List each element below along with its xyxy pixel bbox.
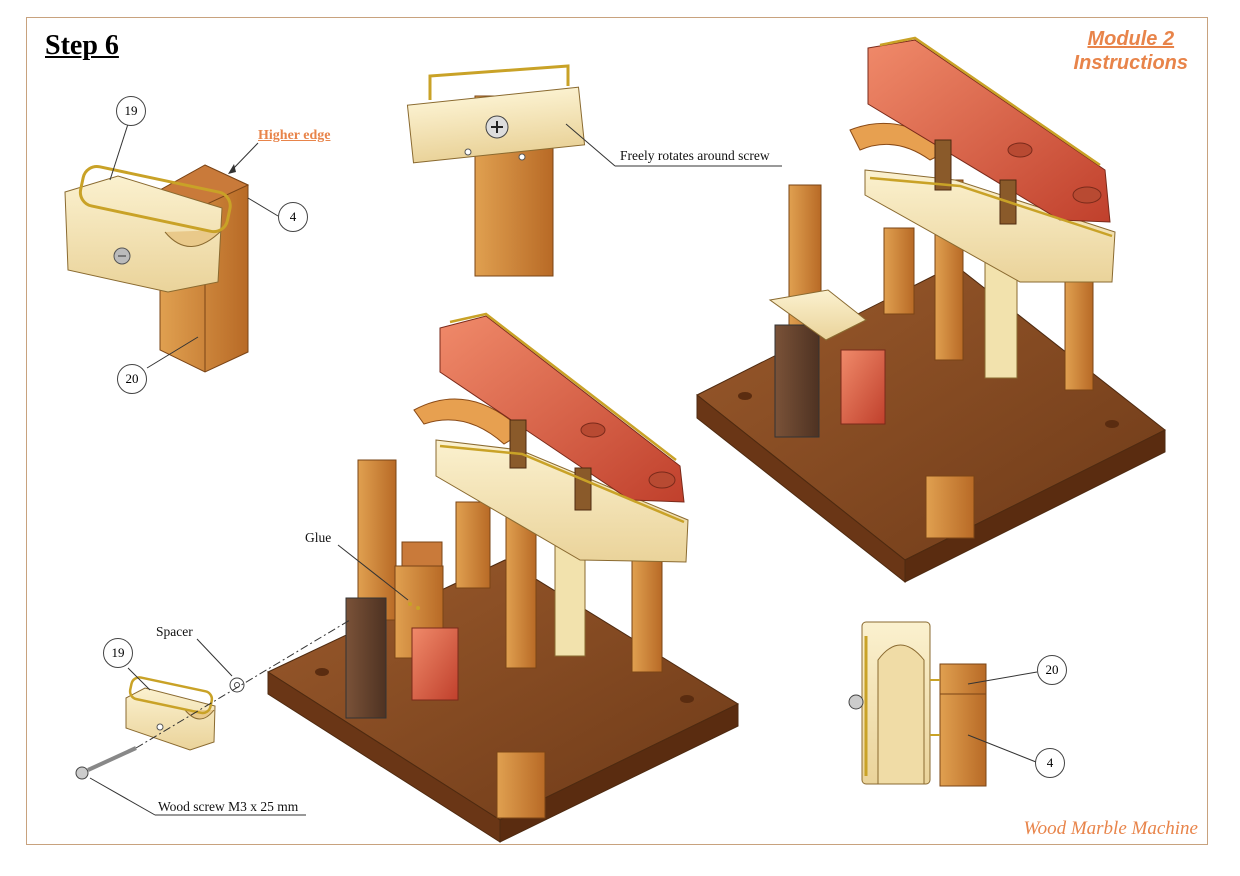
callout-spacer: Spacer [156,624,193,639]
footer-product-name: Wood Marble Machine [1023,818,1199,839]
balloon-part-19-top: 19 [116,96,146,126]
drawing-frame [26,17,1208,845]
detail-part19-assembly [64,164,250,373]
exploded-machine [266,312,740,843]
balloon-part-4-side: 4 [1035,748,1065,778]
balloon-part-20-side: 20 [1037,655,1067,685]
exploded-part19-spacer-screw [75,619,351,780]
module-subtitle: Instructions [1073,52,1188,74]
callout-freely-rotates: Freely rotates around screw [620,148,770,163]
assembled-machine [696,36,1166,584]
callout-higher-edge: Higher edge [258,128,331,143]
balloon-part-4-top: 4 [278,202,308,232]
balloon-part-19-exploded: 19 [103,638,133,668]
balloon-part-20-top: 20 [117,364,147,394]
step-title: Step 6 [45,30,119,61]
module-title: Module 2 Instructions [1074,27,1188,75]
side-view-detail [848,621,987,787]
callout-glue: Glue [305,530,332,545]
detail-rotating-block [406,64,586,277]
callout-wood-screw: Wood screw M3 x 25 mm [158,799,299,814]
module-number: Module 2 [1087,28,1175,50]
